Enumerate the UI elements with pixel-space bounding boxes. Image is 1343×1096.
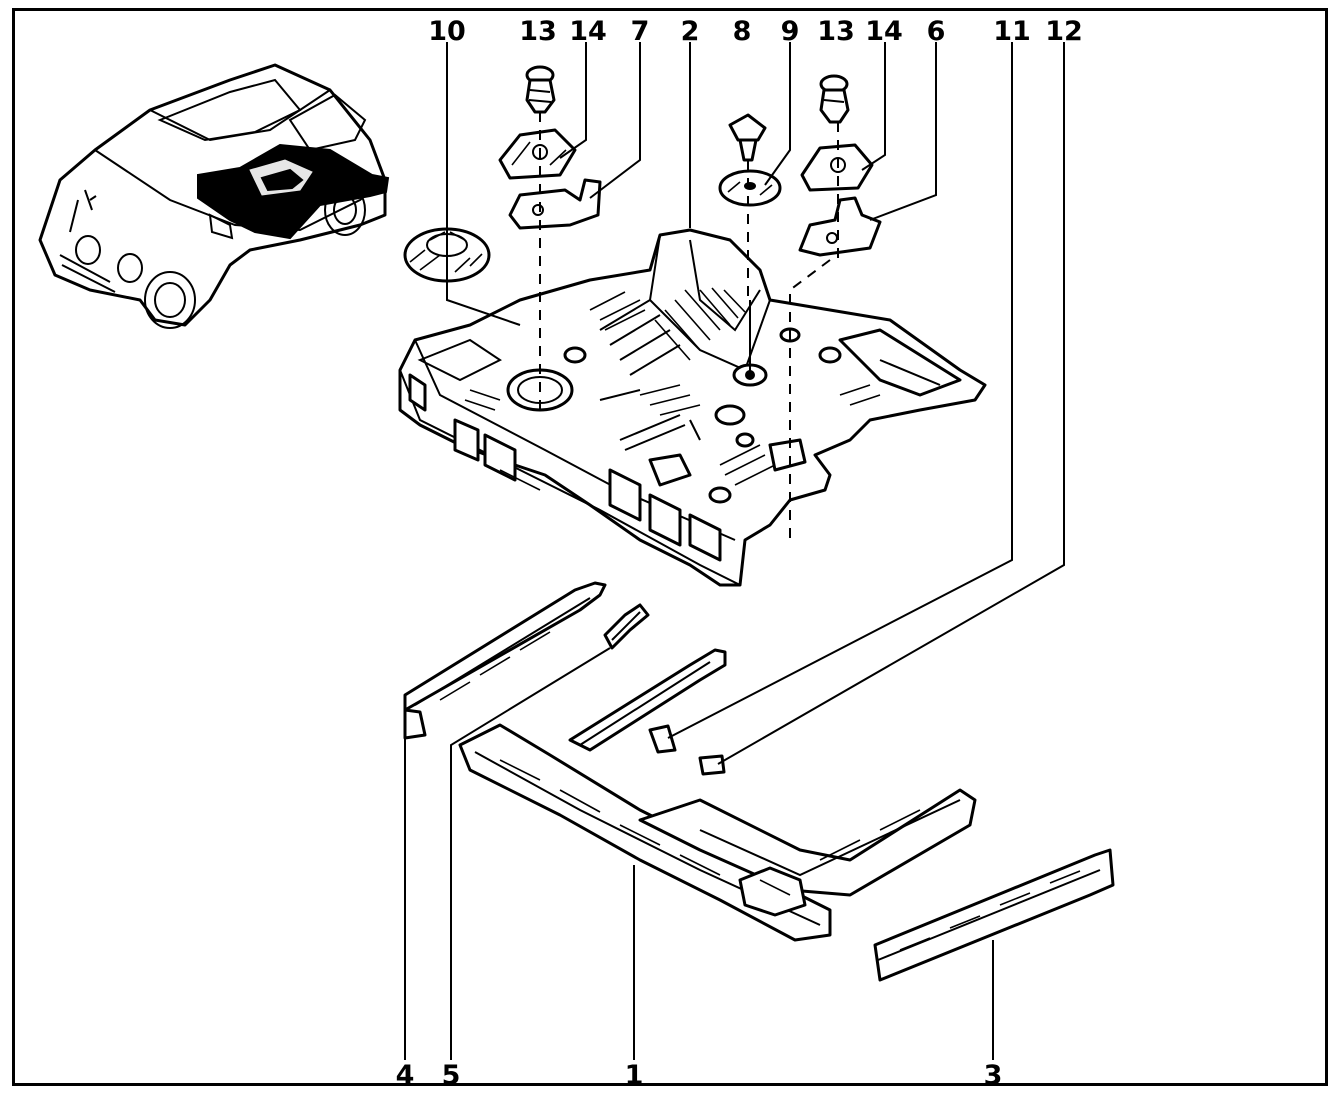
callout-6: 6 (926, 16, 946, 47)
callout-5: 5 (441, 1060, 461, 1091)
bracket-7 (508, 178, 602, 230)
callout-7: 7 (630, 16, 650, 47)
assembly-lines (539, 112, 839, 545)
clip-13-left (525, 65, 556, 114)
bracket-6 (798, 196, 882, 257)
tube-5 (603, 603, 650, 650)
callout-13-right: 13 (817, 16, 855, 47)
callout-14-left: 14 (569, 16, 607, 47)
callout-9: 9 (780, 16, 800, 47)
car-thumbnail (38, 63, 390, 329)
callout-13-left: 13 (519, 16, 557, 47)
rail-3 (873, 848, 1115, 982)
callout-11: 11 (993, 16, 1031, 47)
callout-8: 8 (732, 16, 752, 47)
clip-8 (728, 113, 767, 162)
callout-1: 1 (624, 1060, 644, 1091)
callout-2: 2 (680, 16, 700, 47)
crossmember-1 (458, 723, 977, 942)
callout-14-right: 14 (865, 16, 903, 47)
callout-4: 4 (395, 1060, 415, 1091)
callout-12: 12 (1045, 16, 1083, 47)
clip-13-right (819, 74, 850, 124)
rail-11-side (568, 648, 727, 776)
floor-panel (398, 228, 987, 587)
bracket-14-left (498, 128, 577, 180)
diagram-frame (12, 8, 1328, 1086)
callout-3: 3 (983, 1060, 1003, 1091)
leader-lines (404, 42, 1065, 1060)
callout-10: 10 (428, 16, 466, 47)
rail-4 (403, 581, 607, 740)
